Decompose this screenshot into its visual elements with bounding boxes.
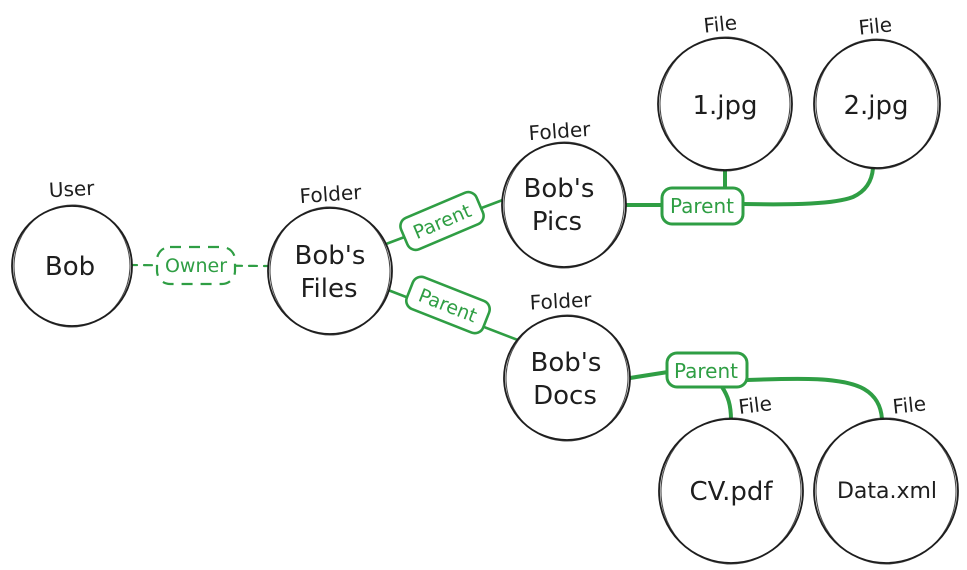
edge-owner [127,263,271,268]
node-circle [501,142,627,268]
node-file-2jpg: File 2.jpg [813,12,941,170]
node-circle-sketch [503,141,625,269]
relationship-parent-files-pics: Parent [399,190,485,252]
owner-label: Owner [165,255,227,277]
nodes: User Bob Folder Bob's Files Folder Bob's… [11,10,959,565]
relationship-labels: Owner Parent Parent Parent Parent [155,186,749,389]
node-circle [813,39,941,169]
owner-box [155,245,237,286]
edge-parent-docs-hub [628,370,670,380]
node-circle [658,418,804,564]
entity-type-label: Folder [529,287,593,314]
entity-type-label: File [857,12,893,39]
node-circle-sketch [660,417,802,565]
node-title-line1: Bob's [531,348,602,378]
parent-label: Parent [670,194,734,218]
edge-parent-docs-dataxml [745,376,884,421]
node-title: CV.pdf [689,477,773,507]
relationship-parent-docs: Parent [665,351,749,389]
node-circle-sketch [269,206,391,336]
node-file-cvpdf: File CV.pdf [658,391,804,565]
edge-parent-pics-2jpg [741,166,875,207]
node-file-dataxml: File Data.xml [813,391,959,565]
entity-type-label: Folder [299,180,363,208]
entity-type-label: User [48,176,96,202]
node-title-line1: Bob's [295,241,366,271]
node-circle [813,418,959,564]
node-title-line2: Pics [532,207,582,237]
edge-parent-docs-cvpdf [720,385,733,422]
parent-box [660,186,745,226]
node-file-1jpg: File 1.jpg [657,10,793,172]
node-title: 1.jpg [692,91,757,121]
node-circle [267,207,393,335]
node-circle-sketch [505,314,629,442]
entity-type-label: File [702,10,738,37]
relationship-owner: Owner [155,245,237,286]
node-bobs-docs: Folder Bob's Docs [503,287,631,442]
parent-box [399,190,485,252]
entity-type-label: File [891,391,927,418]
node-title-line2: Docs [533,381,597,411]
node-bobs-files: Folder Bob's Files [267,180,393,336]
relationship-parent-pics: Parent [660,186,745,226]
node-circle [657,37,793,171]
entity-type-label: Folder [528,117,592,145]
relationship-parent-files-docs: Parent [404,275,492,335]
node-title: Data.xml [837,479,937,504]
node-title: Bob [45,252,95,282]
node-title-line1: Bob's [524,174,595,204]
parent-label: Parent [674,359,738,383]
node-circle-sketch [815,417,957,565]
node-title-line2: Files [300,274,357,304]
node-circle [503,315,631,441]
node-circle [11,205,133,327]
parent-box [404,275,492,335]
node-circle-sketch [13,204,131,328]
node-bob: User Bob [11,176,133,328]
parent-box [665,351,749,389]
node-title: 2.jpg [843,91,908,121]
node-circle-sketch [815,38,939,170]
node-bobs-pics: Folder Bob's Pics [501,117,627,269]
node-circle-sketch [659,36,791,172]
entity-type-label: File [737,391,773,419]
